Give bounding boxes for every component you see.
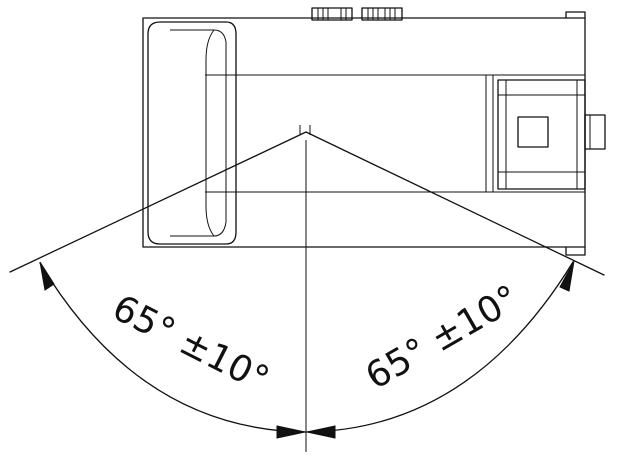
- connector-socket: [517, 116, 549, 148]
- device-housing: [142, 17, 586, 248]
- right-angle-label: 65° ±10°: [359, 278, 526, 398]
- connector-plug: [584, 114, 606, 150]
- angle-dimension-arc: [39, 261, 574, 433]
- knob-left: [311, 7, 353, 21]
- housing-step-bottom: [565, 246, 586, 256]
- device-outline: [142, 11, 586, 256]
- knob-right: [361, 7, 403, 21]
- left-angle-line: [9, 131, 307, 273]
- angle-geometry: [9, 125, 605, 452]
- bezel-outer: [147, 21, 237, 245]
- arrow-right-end: [559, 260, 575, 292]
- front-bezel: [147, 21, 237, 245]
- bezel-inner-curve: [170, 29, 227, 237]
- arrow-center-left: [276, 425, 306, 439]
- connector-housing: [497, 79, 586, 190]
- control-knobs: [311, 7, 403, 21]
- bezel-lens-edge: [205, 29, 215, 237]
- arrow-center-right: [306, 425, 336, 439]
- left-angle-label: 65° ±10°: [106, 287, 275, 400]
- right-angle-line: [305, 131, 605, 276]
- housing-step-top: [565, 11, 586, 19]
- arrow-left-end: [39, 261, 55, 291]
- rear-connector: [497, 79, 606, 190]
- dimension-arrows: [39, 260, 575, 439]
